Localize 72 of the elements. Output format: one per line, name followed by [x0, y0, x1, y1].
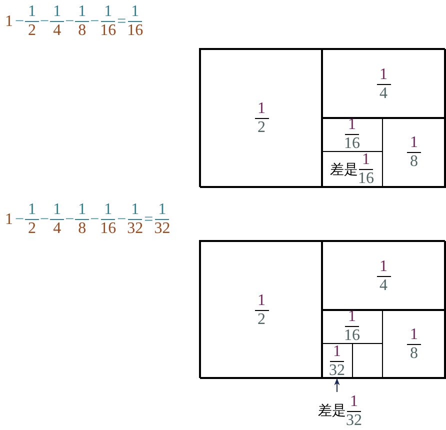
fraction-denominator: 2 — [28, 220, 36, 237]
fraction-numerator: 1 — [75, 202, 90, 220]
rectangle-region — [199, 240, 445, 378]
fraction-numerator: 1 — [50, 202, 64, 220]
fraction-numerator: 1 — [50, 4, 64, 22]
rectangle-region — [199, 48, 445, 187]
number-text: 1 — [4, 12, 14, 30]
label-text: 差是 — [330, 162, 358, 178]
area-cell — [200, 49, 323, 188]
fraction-numerator: 1 — [25, 202, 40, 220]
area-cell — [321, 49, 446, 119]
area-cell — [382, 309, 446, 379]
fraction-numerator: 1 — [407, 326, 421, 344]
operator-symbol: − — [39, 210, 50, 228]
fraction-denominator: 4 — [380, 276, 388, 294]
area-cell — [321, 343, 353, 379]
area-cell — [382, 117, 446, 188]
operator-symbol: − — [116, 210, 128, 228]
fraction-denominator: 32 — [346, 412, 362, 428]
fraction-numerator: 1 — [345, 117, 359, 135]
operator-symbol: − — [14, 210, 26, 228]
operator-symbol: − — [39, 12, 50, 30]
fraction-numerator: 1 — [128, 202, 142, 220]
fraction-numerator: 1 — [128, 4, 142, 22]
area-cell — [321, 309, 383, 344]
fraction-denominator: 16 — [358, 170, 374, 187]
fraction-numerator: 1 — [345, 309, 359, 327]
fraction-numerator: 1 — [155, 202, 170, 220]
fraction-numerator: 1 — [376, 258, 390, 276]
fraction-denominator: 2 — [28, 22, 36, 39]
fraction-denominator: 4 — [53, 22, 62, 39]
operator-symbol: − — [89, 12, 100, 30]
fraction-denominator: 16 — [100, 220, 116, 237]
area-cell — [200, 241, 323, 379]
fraction-denominator: 16 — [344, 135, 360, 152]
fraction-denominator: 32 — [127, 220, 144, 237]
fraction-numerator: 1 — [25, 4, 40, 22]
area-cell — [321, 117, 383, 152]
fraction-denominator: 4 — [53, 220, 62, 237]
fraction-denominator: 4 — [380, 84, 388, 102]
fraction-denominator: 16 — [100, 22, 116, 39]
arrow — [334, 378, 340, 392]
fraction-denominator: 32 — [329, 362, 345, 378]
fraction-numerator: 1 — [101, 4, 116, 22]
area-cell — [321, 241, 446, 311]
operator-symbol: − — [89, 210, 100, 228]
operator-symbol: = — [143, 210, 154, 228]
fraction-denominator: 16 — [344, 327, 360, 344]
fraction-numerator: 1 — [376, 66, 390, 84]
fraction-numerator: 1 — [101, 202, 116, 220]
fraction-numerator: 1 — [359, 152, 373, 170]
fraction-denominator: 8 — [78, 220, 86, 237]
fraction-denominator: 32 — [154, 220, 170, 237]
fraction-numerator: 1 — [254, 292, 268, 310]
fraction-denominator: 16 — [127, 22, 144, 39]
fraction-numerator: 1 — [330, 344, 344, 362]
fraction-denominator: 2 — [258, 310, 266, 328]
label-text: 差是 — [318, 402, 346, 420]
fraction-denominator: 8 — [78, 22, 86, 39]
fraction-denominator: 2 — [258, 119, 266, 136]
area-cell — [321, 151, 383, 188]
operator-symbol: − — [64, 210, 76, 228]
fraction-numerator: 1 — [347, 394, 361, 412]
operator-symbol: − — [64, 12, 76, 30]
fraction-numerator: 1 — [407, 135, 421, 153]
fraction-numerator: 1 — [75, 4, 90, 22]
fraction-numerator: 1 — [254, 101, 268, 119]
fraction-denominator: 8 — [410, 153, 418, 170]
operator-symbol: − — [14, 12, 26, 30]
number-text: 1 — [4, 210, 14, 228]
operator-symbol: = — [116, 12, 128, 30]
fraction-denominator: 8 — [410, 344, 418, 362]
